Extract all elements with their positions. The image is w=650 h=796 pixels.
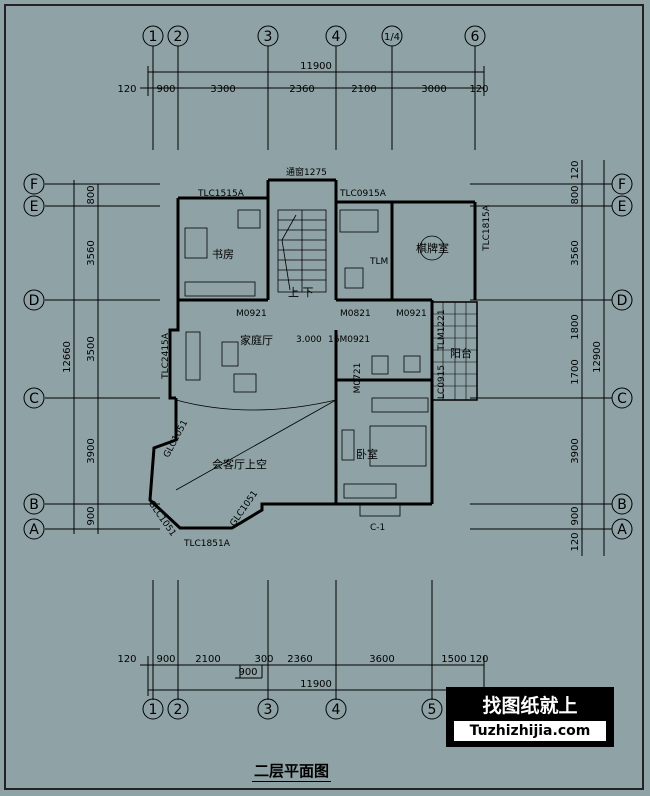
left-dim-3: 3900	[86, 438, 97, 463]
room-chess: 棋牌室	[416, 241, 449, 255]
room-study: 书房	[212, 248, 234, 261]
right-axis-label-0: F	[618, 177, 626, 193]
top-axis-label-3: 4	[332, 29, 341, 45]
top-axis-label-4: 1/4	[384, 32, 400, 43]
right-dim-0: 120	[570, 160, 581, 179]
label-tlm: TLM	[369, 257, 388, 267]
label-tlm1221: TLM1221	[437, 309, 447, 351]
left-axis-label-3: C	[29, 391, 39, 407]
right-dim-1: 800	[570, 185, 581, 204]
right-dim-7: 120	[570, 532, 581, 551]
bottom-dim-0: 120	[117, 654, 136, 665]
label-16m0921: 16M0921	[328, 335, 370, 345]
bottom-axis-grid	[140, 580, 485, 720]
top-axis-label-1: 2	[174, 29, 183, 45]
label-tlc1851a: TLC1851A	[183, 539, 231, 549]
bottom-dim-1: 900	[156, 654, 175, 665]
top-dim-3: 2360	[289, 84, 314, 95]
right-dim-6: 900	[570, 506, 581, 525]
right-dim-3: 1800	[570, 314, 581, 339]
left-dim-0: 800	[86, 185, 97, 204]
watermark-url: Tuzhizhijia.com	[454, 721, 606, 741]
bottom-axis-label-1: 2	[174, 702, 183, 718]
left-dim-2: 3500	[86, 336, 97, 361]
drawing-title: 二层平面图	[252, 762, 332, 782]
left-axis-label-0: F	[30, 177, 38, 193]
label-m0721: M0721	[353, 363, 363, 394]
drawing-frame	[4, 4, 644, 790]
right-axis-label-1: E	[618, 199, 627, 215]
right-axis-label-5: A	[617, 522, 627, 538]
left-dim-4: 900	[86, 506, 97, 525]
bottom-axis-label-3: 4	[332, 702, 341, 718]
room-family-hall: 家庭厅	[240, 333, 273, 347]
label-tlc1515a: TLC1515A	[197, 189, 245, 199]
label-m0821: M0821	[340, 309, 371, 319]
right-dim-2: 3560	[570, 240, 581, 265]
right-dim-5: 3900	[570, 438, 581, 463]
label-m0921-b: M0921	[396, 309, 427, 319]
building-walls	[148, 178, 478, 530]
room-balcony: 阳台	[450, 346, 472, 360]
watermark: 找图纸就上 Tuzhizhijia.com	[446, 687, 614, 747]
label-lc0915: LC0915	[437, 365, 447, 399]
room-bedroom: 卧室	[356, 447, 378, 461]
top-dim-1: 900	[156, 84, 175, 95]
right-axis-label-3: C	[617, 391, 627, 407]
label-glc1051-c: GLC1051	[228, 489, 260, 528]
top-axis-grid	[140, 25, 486, 150]
top-dim-0: 120	[117, 84, 136, 95]
bottom-dim-3: 300	[254, 654, 273, 665]
bottom-axis-label-0: 1	[149, 702, 158, 718]
left-total-dim: 12660	[62, 341, 73, 373]
watermark-cn: 找图纸就上	[482, 695, 578, 717]
right-axis-grid	[470, 160, 633, 556]
left-axis-label-4: B	[29, 497, 39, 513]
label-tlc2415a: TLC2415A	[161, 332, 171, 380]
bottom-dim-4: 2360	[287, 654, 312, 665]
left-axis-label-1: E	[30, 199, 39, 215]
label-tlc0915a: TLC0915A	[339, 189, 387, 199]
bottom-axis-label-4: 5	[428, 702, 437, 718]
left-axis-grid	[23, 173, 160, 540]
top-dim-4: 2100	[351, 84, 376, 95]
top-axis-label-2: 3	[264, 29, 273, 45]
bottom-dim-5: 3600	[369, 654, 394, 665]
top-axis-label-5: 6	[471, 29, 480, 45]
left-axis-label-2: D	[29, 293, 40, 309]
label-c1: C-1	[370, 523, 385, 533]
bottom-extra-dim: 900	[238, 667, 257, 678]
label-elevation: 3.000	[296, 335, 322, 345]
top-dim-5: 3000	[421, 84, 446, 95]
bottom-dim-6: 1500	[441, 654, 466, 665]
top-axis-label-0: 1	[149, 29, 158, 45]
right-total-dim: 12900	[592, 341, 603, 373]
room-void: 会客厅上空	[212, 457, 267, 471]
top-dim-2: 3300	[210, 84, 235, 95]
bottom-axis-label-2: 3	[264, 702, 273, 718]
top-dim-6: 120	[469, 84, 488, 95]
bottom-dim-7: 120	[469, 654, 488, 665]
bottom-dim-2: 2100	[195, 654, 220, 665]
left-dim-1: 3560	[86, 240, 97, 265]
label-tlc1815a: TLC1815A	[482, 204, 492, 252]
left-axis-label-5: A	[29, 522, 39, 538]
right-dim-4: 1700	[570, 359, 581, 384]
label-m1275: 通窗1275	[286, 166, 327, 178]
bottom-total-dim: 11900	[300, 679, 332, 690]
room-stair: 上 下	[288, 286, 314, 299]
right-axis-label-4: B	[617, 497, 627, 513]
label-m0921-a: M0921	[236, 309, 267, 319]
label-glc1051-b: GLC1051	[146, 499, 178, 538]
right-axis-label-2: D	[617, 293, 628, 309]
top-total-dim: 11900	[300, 61, 332, 72]
